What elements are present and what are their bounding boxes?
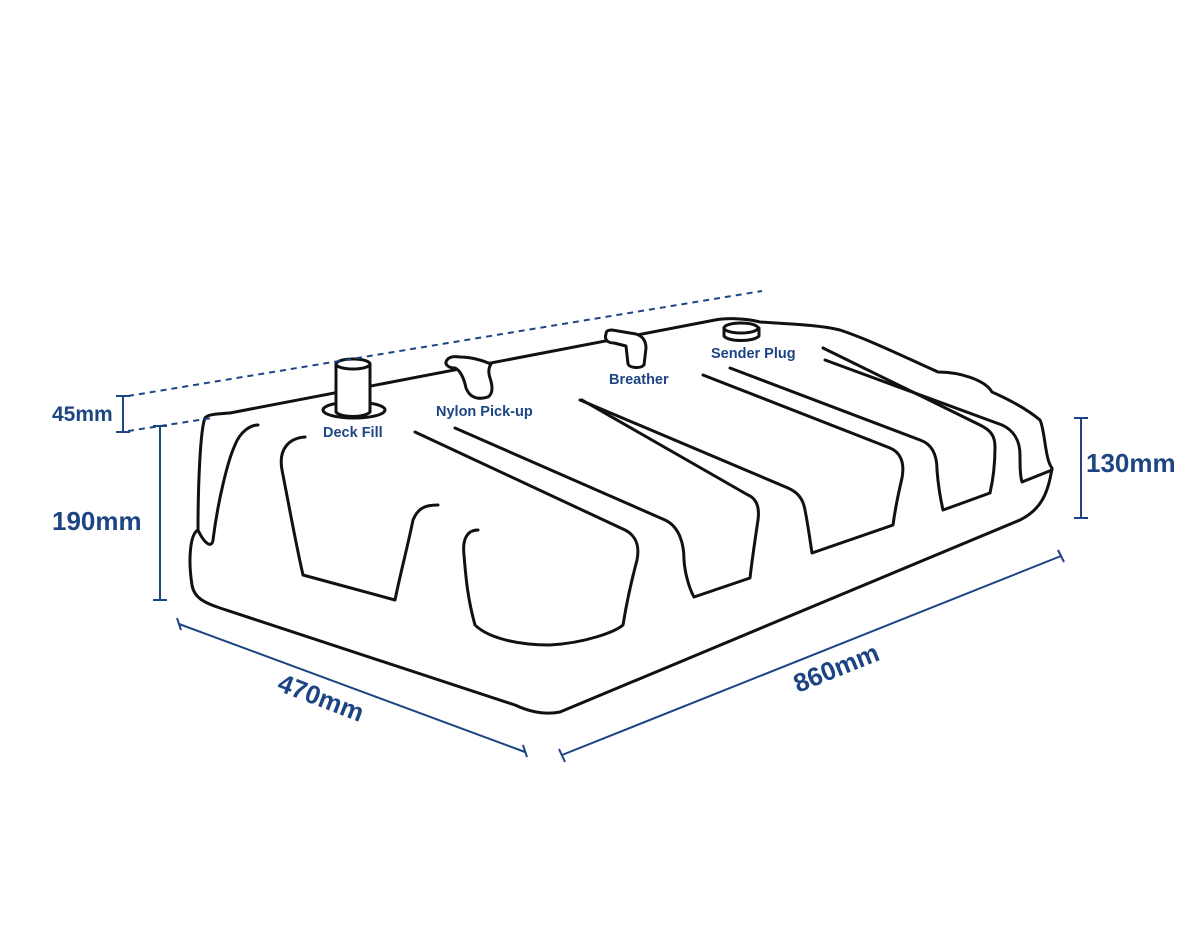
sender-plug-fitting	[722, 321, 761, 342]
deck-fill-fitting	[321, 357, 387, 420]
dim-label-45mm: 45mm	[52, 403, 113, 426]
tank-body	[188, 317, 1054, 715]
dim-label-130mm: 130mm	[1086, 448, 1176, 478]
dim-label-190mm: 190mm	[52, 506, 142, 536]
front-pocket-center	[413, 430, 640, 647]
label-breather: Breather	[609, 372, 669, 388]
breather-fitting	[604, 328, 648, 369]
rib-4	[823, 358, 1054, 484]
nylon-pickup-fitting	[444, 355, 494, 400]
front-edge-detail	[196, 423, 260, 546]
label-deck-fill: Deck Fill	[323, 425, 383, 441]
label-nylon-pickup: Nylon Pick-up	[436, 404, 533, 420]
label-sender-plug: Sender Plug	[711, 346, 796, 362]
rib-3	[728, 346, 997, 512]
tank-outline	[188, 317, 1054, 715]
front-pocket-left	[279, 435, 440, 602]
rib-1	[453, 398, 760, 599]
rib-2	[578, 373, 905, 555]
dimension-lines	[116, 290, 1088, 763]
